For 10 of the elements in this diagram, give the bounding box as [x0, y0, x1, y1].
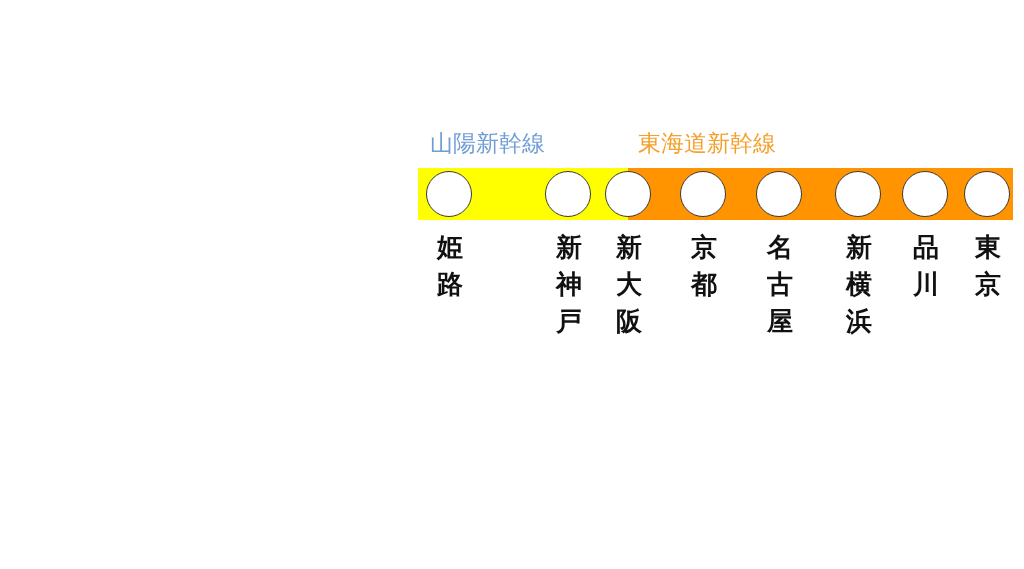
station-name: 東京 [974, 231, 1002, 301]
line-name: 東海道新幹線 [638, 129, 776, 157]
line-name: 山陽新幹線 [430, 129, 545, 157]
station-name: 京都 [689, 231, 718, 301]
station-name: 新大阪 [615, 231, 643, 338]
station-name: 新横浜 [844, 231, 873, 338]
station-name: 新神戸 [554, 231, 583, 338]
station-name: 名古屋 [765, 231, 794, 338]
station-name: 品川 [912, 231, 940, 301]
station-name: 姫路 [435, 231, 464, 301]
